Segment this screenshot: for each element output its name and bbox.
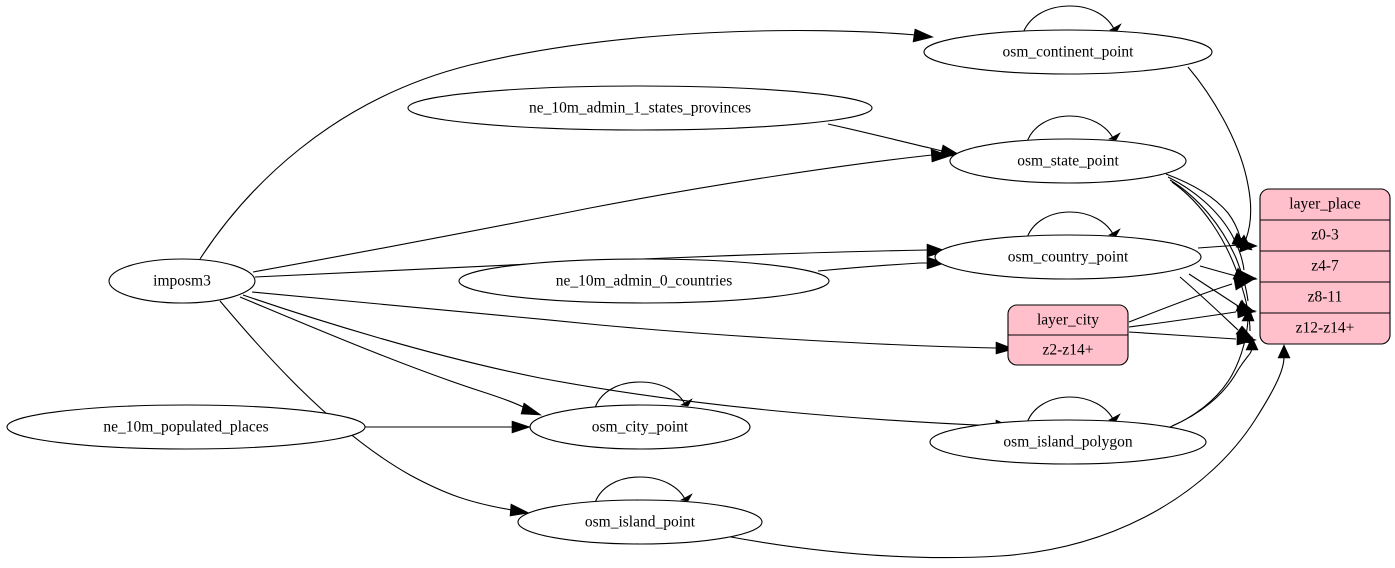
self-loop-osm_city_point xyxy=(593,381,693,412)
record-layer_place-row-z4-7[interactable]: z4-7 xyxy=(1311,258,1339,275)
node-ne_10m_populated_places-label: ne_10m_populated_places xyxy=(103,419,268,436)
edge-osm_island_polygon-to-layer_place-z12-z14+ xyxy=(1171,336,1259,427)
node-osm_island_polygon[interactable]: osm_island_polygon xyxy=(929,419,1207,465)
edge-layer xyxy=(199,5,1291,559)
node-osm_city_point-label: osm_city_point xyxy=(592,419,689,436)
node-osm_city_point[interactable]: osm_city_point xyxy=(529,404,751,450)
node-ne_10m_admin_1_states_provinces[interactable]: ne_10m_admin_1_states_provinces xyxy=(407,85,873,131)
edge-imposm3-to-osm_city_point xyxy=(239,296,543,416)
node-imposm3-label: imposm3 xyxy=(153,273,211,290)
edge-ne_10m_populated_places-to-osm_city_point xyxy=(365,420,531,434)
edge-osm_country_point-to-layer_place-z0-3 xyxy=(1197,238,1258,253)
node-osm_country_point[interactable]: osm_country_point xyxy=(934,234,1202,280)
node-imposm3[interactable]: imposm3 xyxy=(108,258,256,304)
node-osm_country_point-label: osm_country_point xyxy=(1008,249,1129,266)
self-loop-osm_island_polygon xyxy=(1025,396,1121,427)
node-osm_continent_point-label: osm_continent_point xyxy=(1003,44,1135,61)
node-osm_island_polygon-label: osm_island_polygon xyxy=(1003,434,1132,451)
node-osm_state_point[interactable]: osm_state_point xyxy=(949,138,1187,184)
self-loop-osm_continent_point xyxy=(1021,5,1122,37)
self-loop-osm_state_point xyxy=(1025,115,1121,146)
edge-imposm3-to-osm_state_point xyxy=(252,148,951,273)
edge-imposm3-to-layer_city xyxy=(251,291,1015,355)
record-node-layer_place[interactable]: layer_place z0-3 z4-7 z8-11 z12-z14+ xyxy=(1259,188,1391,345)
record-layer_place-row-z12-z14plus[interactable]: z12-z14+ xyxy=(1296,320,1355,337)
self-loop-osm_island_point xyxy=(593,476,693,507)
edge-ne_10m_admin_0_countries-to-osm_country_point xyxy=(817,256,946,272)
node-osm_island_point-label: osm_island_point xyxy=(585,514,696,531)
node-ne_10m_admin_0_countries[interactable]: ne_10m_admin_0_countries xyxy=(458,258,830,304)
node-osm_continent_point[interactable]: osm_continent_point xyxy=(923,29,1213,75)
record-node-layer_city[interactable]: layer_city z2-z14+ xyxy=(1007,304,1129,366)
record-layer_city-header: layer_city xyxy=(1037,312,1099,329)
edge-osm_continent_point-to-layer_place-z0-3 xyxy=(1187,66,1253,251)
edge-imposm3-to-osm_continent_point xyxy=(199,28,934,260)
node-ne_10m_admin_0_countries-label: ne_10m_admin_0_countries xyxy=(556,273,733,290)
node-ne_10m_populated_places[interactable]: ne_10m_populated_places xyxy=(6,404,366,450)
node-osm_island_point[interactable]: osm_island_point xyxy=(517,499,763,545)
record-layer_place-row-z8-11[interactable]: z8-11 xyxy=(1308,289,1343,306)
record-layer_place-header: layer_place xyxy=(1289,196,1361,213)
edge-ne_10m_admin_1_states_provinces-to-osm_state_point xyxy=(827,123,961,158)
edge-osm_island_point-to-layer_place-z12-z14+ xyxy=(719,344,1291,559)
node-osm_state_point-label: osm_state_point xyxy=(1017,153,1119,170)
edge-imposm3-to-osm_island_point xyxy=(219,300,530,517)
record-layer_place-row-z0-3[interactable]: z0-3 xyxy=(1311,227,1339,244)
self-loop-osm_country_point xyxy=(1025,211,1121,242)
record-node-layer: layer_city z2-z14+ layer_place z0-3 z4-7… xyxy=(1007,188,1391,366)
node-ne_10m_admin_1_states_provinces-label: ne_10m_admin_1_states_provinces xyxy=(529,100,751,117)
edge-osm_island_polygon-to-layer_place-z8-11 xyxy=(1167,307,1255,429)
edge-layer_city-to-layer_place-z12-z14+ xyxy=(1128,331,1257,346)
edge-layer_city-to-layer_place-z4-7 xyxy=(1128,277,1257,323)
node-layer: imposm3 ne_10m_admin_1_states_provinces … xyxy=(6,29,1213,545)
record-layer_city-row-z2-z14plus[interactable]: z2-z14+ xyxy=(1043,342,1094,359)
